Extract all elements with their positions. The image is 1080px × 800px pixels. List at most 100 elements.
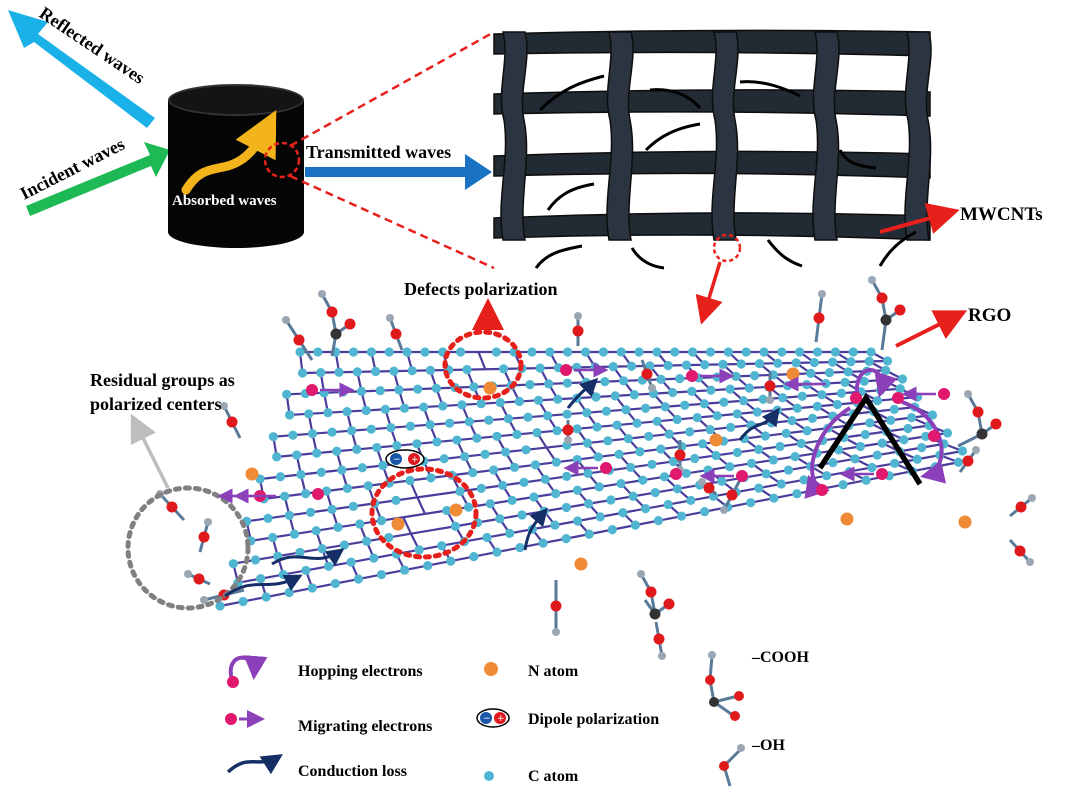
c-atom — [656, 444, 666, 454]
c-atom — [480, 449, 490, 459]
o-atom — [645, 586, 657, 598]
cnt-wall-curve — [644, 122, 701, 152]
c-atom — [889, 404, 899, 414]
c-atom — [284, 410, 295, 420]
c-atom — [746, 458, 757, 468]
c-atom — [593, 452, 603, 462]
c-atom — [614, 449, 624, 459]
c-atom — [681, 360, 691, 370]
c-atom — [498, 364, 509, 374]
absorbed-waves-arrow — [181, 110, 277, 195]
c-atom — [754, 444, 764, 455]
dipole-on-sheet: − + — [385, 449, 425, 469]
c-atom — [280, 491, 290, 501]
n-atoms — [245, 367, 972, 571]
c-atom — [455, 486, 465, 496]
o-atom — [344, 318, 356, 330]
c-atom — [342, 406, 352, 417]
c-atom — [664, 429, 674, 439]
c-atom — [736, 359, 746, 369]
o-atom — [653, 633, 665, 645]
c-atom — [653, 516, 664, 526]
c-atom — [897, 374, 908, 384]
mwcnts-pointer-arrow — [879, 203, 960, 234]
c-atom — [572, 424, 582, 434]
c-atom — [261, 592, 271, 602]
c-atom — [726, 422, 736, 432]
c-atom — [484, 415, 494, 425]
cnt-wall-curve — [546, 182, 595, 211]
c-atom — [426, 473, 436, 483]
svg-text:−: − — [393, 455, 401, 465]
o-atom — [641, 368, 653, 380]
c-atom — [621, 405, 631, 415]
c-atom — [402, 347, 412, 357]
c-atom — [307, 583, 317, 593]
c-atom — [295, 547, 305, 558]
legend-oh-icon — [719, 744, 745, 787]
c-atom — [652, 416, 662, 426]
c-atom — [738, 396, 749, 406]
c-atom — [681, 468, 691, 479]
c-atom — [386, 423, 396, 433]
c-atom — [759, 347, 769, 357]
h-atom — [720, 506, 728, 514]
transmitted-waves-arrow — [305, 154, 492, 190]
c-atom — [316, 368, 326, 378]
defect-circle-lower — [369, 466, 479, 560]
c-atom — [668, 456, 678, 467]
c-atom — [489, 465, 499, 475]
electron — [686, 370, 698, 382]
o-atom — [703, 482, 715, 494]
c-atom — [647, 459, 657, 470]
c-atom — [676, 511, 687, 521]
c-atom — [330, 578, 340, 589]
legend-n-atom-icon — [484, 662, 498, 676]
c-atom — [321, 486, 332, 496]
c-atom — [843, 367, 853, 377]
c-atom — [460, 451, 470, 462]
c-atom — [626, 462, 636, 473]
c-atom — [603, 436, 613, 446]
c-atom — [608, 362, 618, 372]
c-atom — [407, 366, 417, 376]
cnt-horizontal-tube — [493, 150, 931, 179]
c-atom — [698, 439, 708, 449]
cnt-wall-curve — [534, 244, 583, 269]
c-atom — [446, 556, 456, 566]
c-atom — [750, 371, 760, 381]
residual-groups-label-line1: Residual groups as — [90, 370, 235, 390]
c-atom — [482, 532, 492, 543]
c-atom — [732, 409, 742, 419]
c-atom — [256, 574, 266, 584]
c-atom — [551, 489, 561, 499]
o-atom — [663, 598, 675, 610]
c-atom — [672, 414, 682, 425]
h-atom — [318, 290, 326, 298]
c-atom — [391, 495, 401, 505]
c-atom — [438, 401, 448, 411]
cnt-vertical-tube — [711, 31, 739, 241]
c-atom — [616, 347, 626, 357]
c-atom — [545, 347, 555, 357]
c-atom — [741, 347, 751, 357]
c-atom — [356, 386, 367, 396]
c-atom — [861, 475, 871, 485]
c-atom — [527, 347, 537, 357]
h-atom — [184, 570, 192, 578]
c-atom — [895, 384, 905, 394]
h-atom — [637, 570, 645, 578]
residual-pointer-arrow — [130, 413, 170, 489]
c-atom — [306, 507, 316, 517]
o-atom — [198, 531, 210, 543]
c-atom — [882, 356, 893, 366]
c-atom — [725, 462, 735, 472]
c-atom — [327, 427, 337, 437]
c-atom — [594, 482, 604, 492]
c-atom — [316, 467, 326, 477]
c-atom — [535, 363, 545, 373]
c-atom — [838, 480, 848, 490]
h-atom — [818, 290, 826, 298]
cnt-wall-curve — [630, 247, 665, 270]
